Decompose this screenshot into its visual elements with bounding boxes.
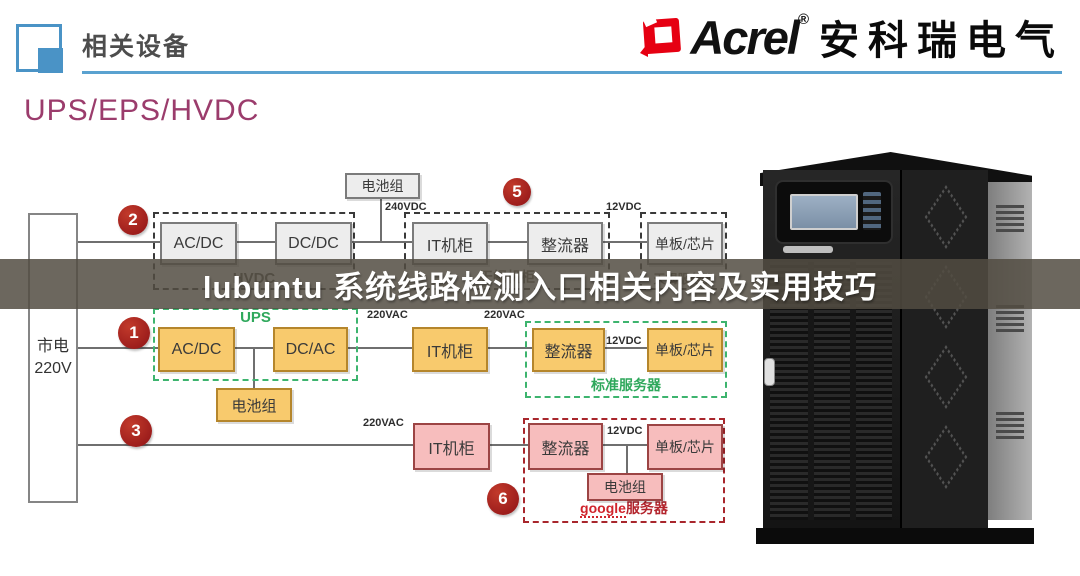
voltage-label-12vdc-hvdc: 12VDC [606,201,642,213]
cabinet-diamond-pattern [924,425,968,489]
wire [490,444,528,446]
header: 相关设备 Acrel ® 安科瑞电气 [0,0,1080,90]
acdc-box-ups: AC/DC [158,327,235,372]
wire [488,241,527,243]
cabinet-diamond-pattern [924,185,968,249]
brand-name-cn: 安科瑞电气 [819,19,1064,63]
wire [626,446,628,473]
battery-box-hvdc: 电池组 [345,173,420,199]
voltage-label-220vac-2: 220VAC [484,309,525,321]
mains-source-box: 市电 220V [28,213,78,503]
wire [603,241,647,243]
it-rack-box-hvdc: IT机柜 [412,222,488,265]
path-badge-1: 1 [118,317,150,349]
rectifier-box-direct: 整流器 [528,423,603,470]
brand-logo: Acrel ® 安科瑞电气 [638,6,1064,68]
wire [253,349,255,388]
overlay-banner: lubuntu 系统线路检测入口相关内容及实用技巧 [0,259,1080,309]
section-bullet-fill-icon [38,48,63,73]
standard-server-label: 标准服务器 [591,377,661,393]
acrel-logo-icon [640,14,682,57]
cabinet-side-vent [996,412,1024,440]
it-rack-box-ups: IT机柜 [412,327,488,372]
dcac-box-ups: DC/AC [273,327,348,372]
wire [603,444,647,446]
cabinet-side-vent [996,305,1024,333]
cabinet-diamond-pattern [924,345,968,409]
voltage-label-220vac-3: 220VAC [363,417,404,429]
rectifier-box-ups: 整流器 [532,328,605,372]
path-badge-6: 6 [487,483,519,515]
ups-cabinet-image [750,140,1040,552]
path-badge-2: 2 [118,205,148,235]
battery-box-ups: 电池组 [216,388,292,422]
it-rack-box-direct: IT机柜 [413,423,490,470]
dcdc-box-hvdc: DC/DC [275,222,352,265]
ups-group-label: UPS [240,309,271,326]
ups-group-outline: UPS [153,308,358,381]
cabinet-door-handle [764,358,775,386]
wire [380,199,382,242]
board-chip-box-direct: 单板/芯片 [647,424,723,470]
cabinet-buttons [863,192,881,230]
cabinet-side-vent [996,205,1024,233]
header-divider [82,71,1062,74]
cabinet-right-door [900,170,988,530]
wire [237,241,275,243]
voltage-label-12vdc-direct: 12VDC [607,425,643,437]
wire [605,347,647,349]
page-title: UPS/EPS/HVDC [24,94,260,127]
google-server-label: google服务器 [525,498,723,518]
cabinet-lcd-screen [790,194,858,230]
standard-server-outline: 标准服务器 [525,321,727,398]
acdc-box-hvdc: AC/DC [160,222,237,265]
google-server-label-cn: 服务器 [625,500,668,516]
google-server-outline: google服务器 [523,418,725,523]
google-server-label-en: google [580,500,626,518]
wire [488,347,532,349]
battery-box-direct: 电池组 [587,473,663,501]
cabinet-vent-separator [808,262,814,520]
brand-name: Acrel [690,10,800,64]
wire [78,444,413,446]
path-badge-5: 5 [503,178,531,206]
cabinet-logo-strip [783,246,833,253]
wire [235,347,273,349]
wire [78,241,160,243]
voltage-label-12vdc-ups: 12VDC [606,335,642,347]
path-badge-3: 3 [120,415,152,447]
board-chip-box-hvdc: 单板/芯片 [647,222,723,265]
wire [78,347,158,349]
cabinet-display-panel [775,180,893,244]
cabinet-base [756,528,1034,544]
voltage-label-240vdc: 240VDC [385,201,427,213]
cabinet-vent-separator [850,262,856,520]
wire [348,347,412,349]
voltage-label-220vac-1: 220VAC [367,309,408,321]
wire [352,241,412,243]
registered-mark: ® [797,10,809,28]
board-chip-box-ups: 单板/芯片 [647,328,723,372]
overlay-banner-text: lubuntu 系统线路检测入口相关内容及实用技巧 [202,269,878,305]
section-label: 相关设备 [82,33,191,61]
cabinet-side-panel [986,182,1032,520]
